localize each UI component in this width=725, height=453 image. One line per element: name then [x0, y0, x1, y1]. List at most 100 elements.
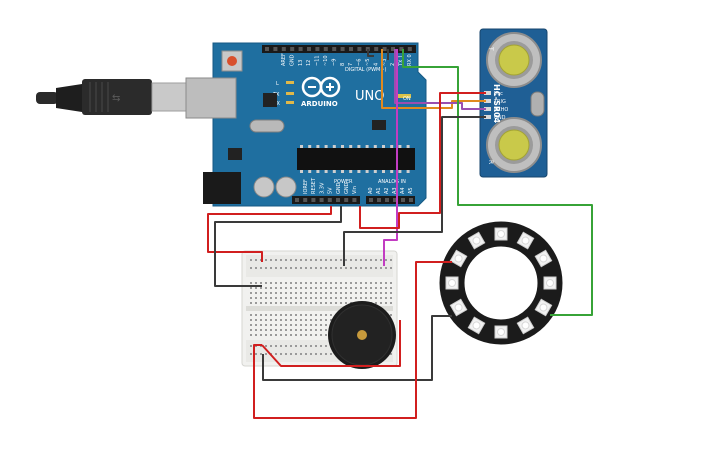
wire-echo[interactable]	[394, 49, 486, 110]
ring-led	[516, 231, 535, 250]
power-header[interactable]	[292, 196, 360, 204]
crystal	[249, 119, 285, 133]
sensor-pin-gnd: GND	[494, 115, 506, 121]
sensor-mark-t: T	[487, 46, 494, 51]
pin-label: ~5	[365, 59, 371, 66]
pin-label: GND	[344, 182, 350, 194]
pin-label: ~11	[315, 55, 321, 66]
wires[interactable]	[207, 49, 593, 419]
usb-b-port	[185, 77, 237, 119]
sensor-title: HC-SR04	[492, 84, 501, 124]
pin-label: 3.3V	[319, 182, 325, 194]
ring-leds	[445, 227, 557, 339]
pin-label: 4	[373, 63, 379, 66]
digital-header[interactable]	[262, 45, 416, 53]
ring-led	[445, 276, 459, 290]
digital-label: DIGITAL (PWM~)	[345, 67, 387, 73]
pin-label: 13	[298, 60, 304, 66]
sensor-pin-vcc: Vcc	[494, 91, 503, 97]
pin-label: A0	[368, 187, 374, 194]
sensor-mark-r: R	[487, 160, 494, 164]
pin-label: 8	[340, 63, 346, 66]
ring-led	[467, 231, 486, 250]
ring-led	[494, 325, 508, 339]
pin-label: A2	[384, 187, 390, 194]
pin-label: GND	[336, 182, 342, 194]
arduino-uno[interactable]: ⇆ L TX RX ON ARDUINO UNO	[36, 42, 427, 207]
pin-label: TX 1	[399, 55, 405, 67]
ring-led	[534, 298, 553, 317]
icsp-header	[372, 120, 386, 130]
led-on	[397, 94, 411, 98]
buzzer-center	[357, 330, 367, 340]
arduino-model: UNO	[355, 89, 384, 104]
ring-led	[534, 249, 553, 268]
wire-gnd-breadboard[interactable]	[214, 206, 342, 287]
wire-5v-breadboard[interactable]	[207, 206, 332, 262]
transmitter-transducer	[486, 32, 542, 88]
capacitor-2	[275, 176, 297, 198]
neopixel-ring[interactable]	[439, 221, 563, 345]
pin-label: IOREF	[303, 179, 309, 194]
pin-label: GND	[289, 54, 295, 66]
ring-led	[467, 316, 486, 335]
wire-sensor-vcc[interactable]	[359, 92, 486, 229]
wire-ring-vcc[interactable]	[253, 261, 452, 419]
analog-header[interactable]	[366, 196, 415, 204]
pin-label: A4	[400, 187, 406, 194]
receiver-transducer	[486, 117, 542, 173]
on-label: ON	[403, 96, 411, 102]
pin-label: 12	[306, 60, 312, 66]
usb-symbol-icon: ⇆	[112, 93, 120, 104]
ring-led	[449, 249, 468, 268]
usb-chip	[263, 93, 277, 107]
wire-header-dark-1[interactable]	[367, 49, 374, 57]
pin-label: Vin	[352, 186, 358, 194]
pin-label: A3	[392, 187, 398, 194]
pin-label: ~10	[323, 55, 329, 66]
led-rx	[286, 101, 294, 104]
arduino-logo	[301, 76, 341, 98]
wire-trig[interactable]	[381, 49, 486, 109]
sensor-pin-echo: ECHO	[494, 107, 508, 113]
pin-label: RESET	[311, 177, 317, 194]
wire-ring-data[interactable]	[402, 49, 593, 316]
ring-led	[516, 316, 535, 335]
pin-label: RX 0	[407, 54, 413, 66]
usb-cable: ⇆	[36, 79, 187, 115]
pin-label: AREF	[281, 53, 287, 66]
pin-label: 5V	[328, 187, 334, 194]
wire-sensor-gnd[interactable]	[343, 116, 486, 266]
wire-buzzer-signal[interactable]	[383, 49, 398, 266]
sensor-pin-trig: TRIG	[493, 99, 506, 105]
ring-led	[543, 276, 557, 290]
atmega-chip	[297, 148, 415, 170]
pin-label: 2	[390, 63, 396, 66]
crystal-oscillator	[530, 91, 545, 117]
analog-label: ANALOG IN	[378, 179, 406, 185]
ring-led	[494, 227, 508, 241]
ring-led	[449, 298, 468, 317]
sensor-pin-header	[484, 91, 491, 119]
pin-label: A5	[408, 187, 414, 194]
piezo-buzzer[interactable]	[328, 301, 396, 369]
voltage-regulator	[228, 148, 242, 160]
ultrasonic-sensor[interactable]: T R HC-SR04 Vcc TRIG ECHO GND	[479, 28, 548, 178]
pin-label: 7	[348, 63, 354, 66]
pin-label: ~3	[382, 59, 388, 66]
breadboard-top-rail	[246, 255, 393, 277]
capacitor-1	[253, 176, 275, 198]
dc-power-jack	[203, 172, 241, 204]
arduino-brand: ARDUINO	[301, 100, 338, 108]
wire-ring-gnd[interactable]	[262, 315, 452, 381]
led-l	[286, 81, 294, 84]
led-l-label: L	[276, 81, 279, 87]
pin-label: ~9	[331, 59, 337, 66]
pin-label: A1	[376, 187, 382, 194]
wire-buzzer-power[interactable]	[261, 320, 401, 367]
power-label: POWER	[334, 179, 353, 185]
